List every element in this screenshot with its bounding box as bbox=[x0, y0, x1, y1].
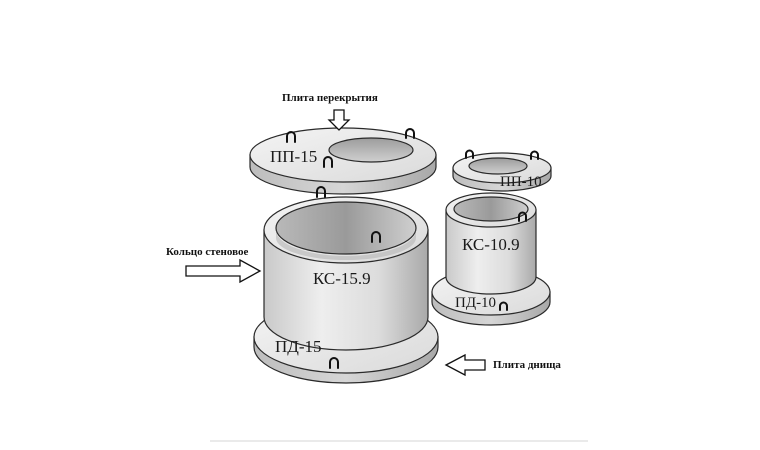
big-top-slab bbox=[249, 127, 437, 195]
small-ring-label: КС-10.9 bbox=[462, 235, 520, 254]
hook-icon bbox=[530, 150, 539, 160]
wall-ring-note: Кольцо стеновое bbox=[166, 246, 248, 258]
arrow-left-icon bbox=[444, 353, 486, 377]
small-top-slab-label: ПП-10 bbox=[500, 174, 542, 190]
top-slab-note: Плита перекрытия bbox=[282, 92, 378, 104]
arrow-down-icon bbox=[327, 109, 351, 131]
hook-icon bbox=[499, 301, 508, 311]
hook-icon bbox=[518, 211, 527, 222]
hook-icon bbox=[286, 131, 296, 143]
hook-icon bbox=[323, 156, 333, 168]
bottom-slab-note: Плита днища bbox=[493, 359, 561, 371]
small-wall-ring bbox=[445, 192, 537, 295]
arrow-right-icon bbox=[185, 258, 262, 284]
big-ring-label: КС-15.9 bbox=[313, 269, 371, 288]
hook-icon bbox=[316, 186, 326, 198]
hook-icon bbox=[329, 357, 339, 369]
small-top-slab bbox=[452, 152, 552, 192]
hook-icon bbox=[405, 128, 415, 139]
big-bottom-slab-label: ПД-15 bbox=[275, 337, 322, 356]
big-top-slab-label: ПП-15 bbox=[270, 147, 317, 166]
hook-icon bbox=[465, 149, 474, 159]
hook-icon bbox=[371, 231, 381, 243]
small-bottom-slab-label: ПД-10 bbox=[455, 295, 496, 311]
